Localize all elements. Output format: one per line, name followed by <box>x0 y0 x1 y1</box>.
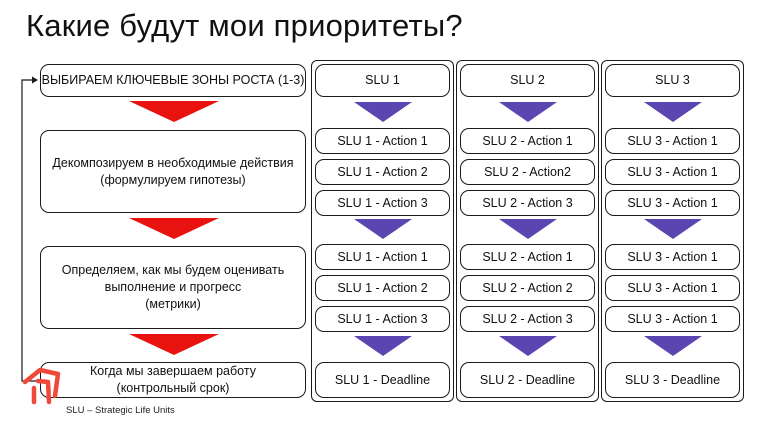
slu3-header: SLU 3 <box>605 64 740 97</box>
slu3-action-3: SLU 3 - Action 1 <box>605 190 740 216</box>
slu3-header-label: SLU 3 <box>655 73 690 88</box>
slu1-action-2-label: SLU 1 - Action 2 <box>337 164 428 179</box>
slu1-action-3-label: SLU 1 - Action 3 <box>337 195 428 210</box>
loop-arrowhead <box>32 76 38 84</box>
slu1-action-1-label: SLU 1 - Action 1 <box>337 133 428 148</box>
slu3-metric-3: SLU 3 - Action 1 <box>605 306 740 332</box>
slu3-action-2-label: SLU 3 - Action 1 <box>627 164 718 179</box>
step-growth-zones: ВЫБИРАЕМ КЛЮЧЕВЫЕ ЗОНЫ РОСТА (1-3) <box>40 64 306 97</box>
slu2-action-3-label: SLU 2 - Action 3 <box>482 195 573 210</box>
slu3-metric-3-label: SLU 3 - Action 1 <box>627 311 718 326</box>
brand-logo-icon <box>22 367 61 405</box>
slu3-purple-arrow-3 <box>644 336 702 356</box>
slu2-purple-arrow-1 <box>499 102 557 122</box>
slu1-purple-arrow-3 <box>354 336 412 356</box>
slu1-metric-2: SLU 1 - Action 2 <box>315 275 450 301</box>
red-arrow-1 <box>129 101 219 122</box>
slu2-action-2: SLU 2 - Action2 <box>460 159 595 185</box>
slu2-metric-2: SLU 2 - Action 2 <box>460 275 595 301</box>
step-deadline: Когда мы завершаем работу (контрольный с… <box>40 362 306 398</box>
slu2-metric-3: SLU 2 - Action 3 <box>460 306 595 332</box>
slu3-metric-2: SLU 3 - Action 1 <box>605 275 740 301</box>
slu2-deadline: SLU 2 - Deadline <box>460 362 595 398</box>
step-growth-zones-label: ВЫБИРАЕМ КЛЮЧЕВЫЕ ЗОНЫ РОСТА (1-3) <box>41 73 305 88</box>
slu3-purple-arrow-2 <box>644 219 702 239</box>
slu3-metric-2-label: SLU 3 - Action 1 <box>627 280 718 295</box>
step-metrics-label: Определяем, как мы будем оценивать выпол… <box>61 263 285 311</box>
slu2-header-label: SLU 2 <box>510 73 545 88</box>
slu1-action-2: SLU 1 - Action 2 <box>315 159 450 185</box>
slu2-action-2-label: SLU 2 - Action2 <box>484 164 571 179</box>
slu3-deadline: SLU 3 - Deadline <box>605 362 740 398</box>
slu2-purple-arrow-2 <box>499 219 557 239</box>
slu2-metric-1: SLU 2 - Action 1 <box>460 244 595 270</box>
red-arrow-2 <box>129 218 219 239</box>
slu2-metric-1-label: SLU 2 - Action 1 <box>482 249 573 264</box>
slu1-action-1: SLU 1 - Action 1 <box>315 128 450 154</box>
slu2-metric-2-label: SLU 2 - Action 2 <box>482 280 573 295</box>
slu2-header: SLU 2 <box>460 64 595 97</box>
step-decompose: Декомпозируем в необходимые действия (фо… <box>40 130 306 213</box>
footnote: SLU – Strategic Life Units <box>66 405 175 416</box>
step-metrics: Определяем, как мы будем оценивать выпол… <box>40 246 306 329</box>
slu1-deadline: SLU 1 - Deadline <box>315 362 450 398</box>
slu3-action-2: SLU 3 - Action 1 <box>605 159 740 185</box>
step-decompose-label: Декомпозируем в необходимые действия (фо… <box>52 155 294 187</box>
slu1-deadline-label: SLU 1 - Deadline <box>334 372 431 387</box>
red-arrow-3 <box>129 334 219 355</box>
slu2-action-1: SLU 2 - Action 1 <box>460 128 595 154</box>
slu3-deadline-label: SLU 3 - Deadline <box>624 372 721 387</box>
slu3-purple-arrow-1 <box>644 102 702 122</box>
step-deadline-label: Когда мы завершаем работу (контрольный с… <box>90 364 256 395</box>
slu3-action-3-label: SLU 3 - Action 1 <box>627 195 718 210</box>
slu3-action-1: SLU 3 - Action 1 <box>605 128 740 154</box>
slu2-deadline-label: SLU 2 - Deadline <box>479 372 576 387</box>
slu1-purple-arrow-1 <box>354 102 412 122</box>
slu1-metric-2-label: SLU 1 - Action 2 <box>337 280 428 295</box>
slu1-metric-3: SLU 1 - Action 3 <box>315 306 450 332</box>
slu3-metric-1: SLU 3 - Action 1 <box>605 244 740 270</box>
slu3-metric-1-label: SLU 3 - Action 1 <box>627 249 718 264</box>
slu2-purple-arrow-3 <box>499 336 557 356</box>
slu3-action-1-label: SLU 3 - Action 1 <box>627 133 718 148</box>
slu2-metric-3-label: SLU 2 - Action 3 <box>482 311 573 326</box>
slu1-purple-arrow-2 <box>354 219 412 239</box>
slu1-header: SLU 1 <box>315 64 450 97</box>
slu2-action-1-label: SLU 2 - Action 1 <box>482 133 573 148</box>
slu1-header-label: SLU 1 <box>365 73 400 88</box>
page-title: Какие будут мои приоритеты? <box>26 8 463 43</box>
slu1-metric-1-label: SLU 1 - Action 1 <box>337 249 428 264</box>
slu1-metric-3-label: SLU 1 - Action 3 <box>337 311 428 326</box>
slu2-action-3: SLU 2 - Action 3 <box>460 190 595 216</box>
slu1-action-3: SLU 1 - Action 3 <box>315 190 450 216</box>
slu1-metric-1: SLU 1 - Action 1 <box>315 244 450 270</box>
